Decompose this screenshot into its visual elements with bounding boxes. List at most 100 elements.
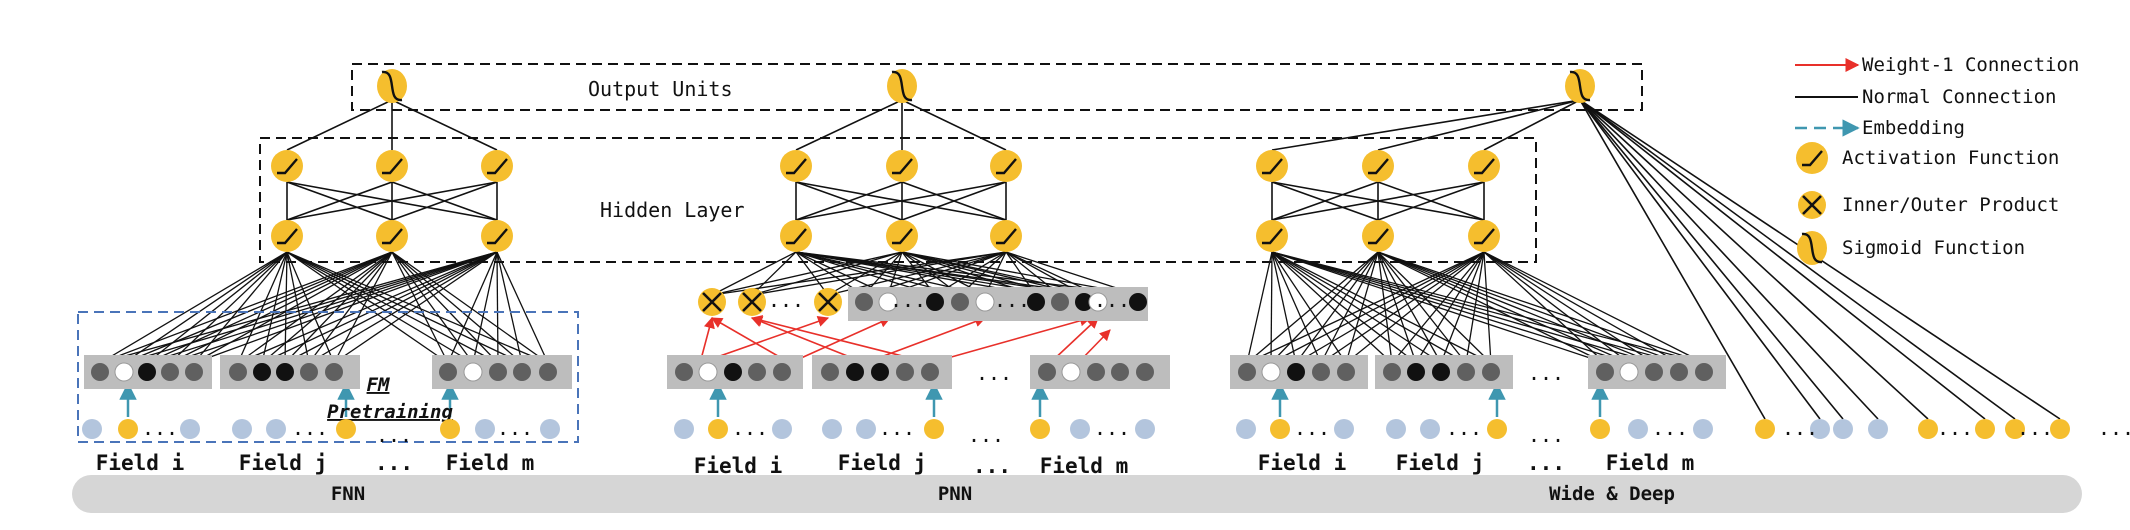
wd-field-j: Field j <box>1396 451 1485 475</box>
connection-line <box>1579 99 1929 420</box>
fnn-field-dots: ... <box>375 451 413 475</box>
embedding-dot <box>698 362 718 382</box>
wide-input-ellipsis: ... <box>2017 416 2053 440</box>
product-embedding-dot <box>1088 292 1108 312</box>
model-label-pnn: PNN <box>938 483 972 505</box>
connection-line <box>1295 251 1379 364</box>
legend: Weight-1 Connection Normal Connection Em… <box>1795 54 2079 265</box>
connection-line <box>123 251 393 364</box>
output-units-box <box>351 63 1643 111</box>
embedding-dot <box>161 363 179 381</box>
input-active-dot <box>118 419 138 439</box>
input-inactive-dot <box>1693 419 1713 439</box>
hidden-layer-label: Hidden Layer <box>600 198 745 222</box>
input-inactive-dot <box>822 419 842 439</box>
connection-line <box>1483 251 1606 364</box>
connection-line <box>99 251 393 364</box>
embedding-dot <box>463 362 483 382</box>
ellipsis-pnn-input: ... <box>968 423 1004 447</box>
connection-line <box>1271 181 1485 221</box>
wd-field-m: Field m <box>1606 451 1695 475</box>
connection-line <box>1271 181 1379 221</box>
activation-icon <box>780 220 812 252</box>
fnn-input-ellipsis: ... <box>292 416 328 440</box>
embedding-dot <box>276 363 294 381</box>
ellipsis-fnn-embed: ... <box>376 423 412 447</box>
embedding-dot <box>1238 363 1256 381</box>
ellipsis-product-4: ... <box>1094 288 1130 312</box>
wd-field-dots: ... <box>1527 451 1565 475</box>
embedding-dot <box>896 363 914 381</box>
connection-line <box>1377 251 1705 364</box>
activation-icon <box>1256 150 1288 182</box>
connection-line <box>391 251 474 364</box>
activation-glyph <box>1262 228 1283 245</box>
activation-glyph <box>996 228 1017 245</box>
connection-line <box>284 251 498 364</box>
connection-line <box>711 251 1007 296</box>
connection-line <box>1483 251 1630 364</box>
connection-line <box>711 251 903 296</box>
fm-label: FM <box>367 374 390 396</box>
connection-line <box>1320 251 1379 364</box>
input-active-dot <box>1030 419 1050 439</box>
nodes: ....................................... <box>82 69 2130 440</box>
connection-line <box>286 181 393 221</box>
connection-line <box>795 99 903 151</box>
connection-line <box>1483 251 1705 364</box>
input-active-dot <box>1270 419 1290 439</box>
input-active-dot <box>336 419 356 439</box>
input-inactive-dot <box>232 419 252 439</box>
connection-line <box>795 181 1007 221</box>
connection-line <box>1579 99 1879 420</box>
activation-glyph <box>1474 228 1495 245</box>
activation-glyph <box>892 158 913 175</box>
input-inactive-dot <box>856 419 876 439</box>
connection-line <box>146 251 498 364</box>
connection-line <box>391 251 549 364</box>
ellipsis-pnn-embed: ... <box>976 361 1012 385</box>
embedding-dot <box>1287 363 1305 381</box>
weight1-arrow <box>789 317 892 364</box>
connection-line <box>193 251 393 364</box>
activation-glyph <box>487 228 508 245</box>
activation-icon <box>271 150 303 182</box>
connection-line <box>99 251 498 364</box>
wide-input-ellipsis: ... <box>1937 416 1973 440</box>
connection-line <box>1377 251 1467 364</box>
embedding-dot <box>1482 363 1500 381</box>
input-inactive-dot <box>540 419 560 439</box>
input-inactive-dot <box>1135 419 1155 439</box>
connection-line <box>1270 251 1273 364</box>
embedding-dot <box>1695 363 1713 381</box>
connection-line <box>1320 251 1485 364</box>
input-active-dot <box>1755 419 1775 439</box>
product-glyph <box>742 292 762 312</box>
model-bar <box>72 475 2082 513</box>
connection-line <box>286 251 549 364</box>
connection-line <box>123 251 498 364</box>
embedding-dot <box>489 363 507 381</box>
product-glyph <box>1802 195 1822 215</box>
product-embedding-dot <box>975 292 995 312</box>
input-inactive-dot <box>1420 419 1440 439</box>
connection-line <box>391 181 498 221</box>
legend-embedding-label: Embedding <box>1862 117 1965 139</box>
input-inactive-dot <box>1334 419 1354 439</box>
activation-icon <box>376 150 408 182</box>
activation-glyph <box>786 228 807 245</box>
connection-line <box>1579 99 1986 420</box>
connection-line <box>1579 99 2016 420</box>
input-active-dot <box>1590 419 1610 439</box>
connection-line <box>1377 251 1606 364</box>
embedding-dot <box>1261 362 1281 382</box>
input-active-dot <box>924 419 944 439</box>
activation-glyph <box>382 228 403 245</box>
connection-line <box>261 251 393 364</box>
embedding-dot <box>300 363 318 381</box>
connection-line <box>99 251 288 364</box>
connection-line <box>237 251 498 364</box>
input-inactive-dot <box>1386 419 1406 439</box>
product-embedding-dot <box>926 293 944 311</box>
activation-icon <box>1796 142 1828 174</box>
